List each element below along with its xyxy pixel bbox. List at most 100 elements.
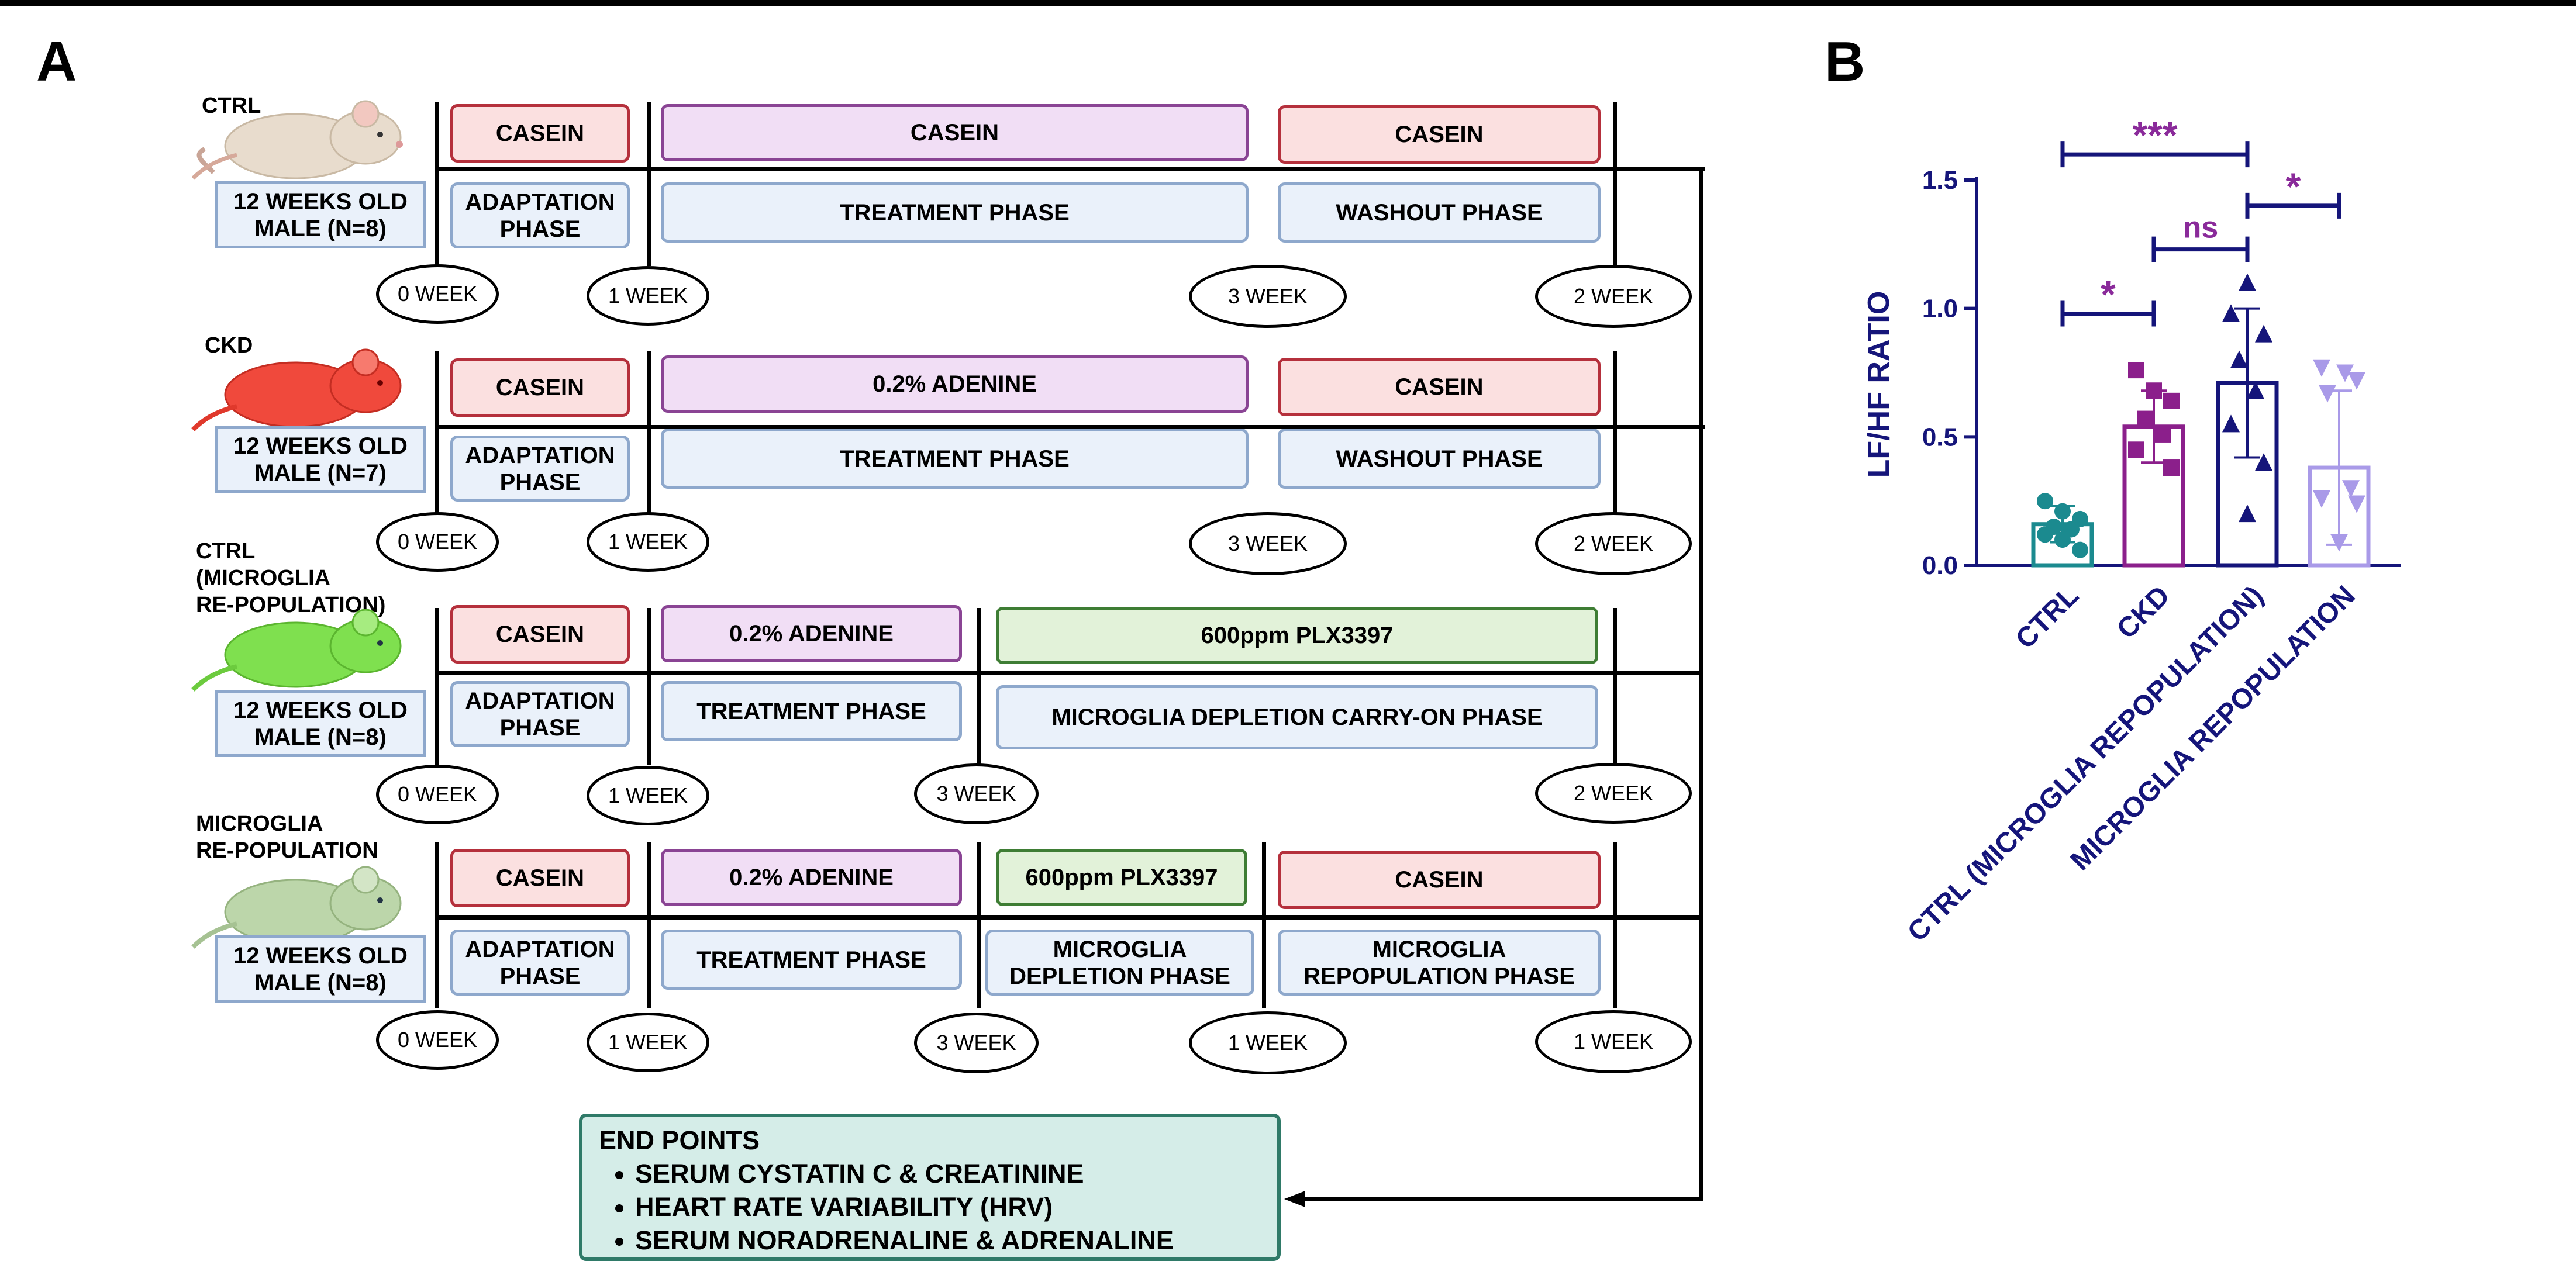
diet-box-casein: CASEIN bbox=[450, 358, 630, 417]
week-marker: 1 WEEK bbox=[587, 512, 709, 572]
data-point bbox=[2128, 362, 2144, 379]
endpoint-arrowhead bbox=[1284, 1191, 1305, 1207]
week-marker: 0 WEEK bbox=[376, 264, 499, 324]
week-marker: 2 WEEK bbox=[1535, 265, 1692, 328]
diet-box-adenine: 0.2% ADENINE bbox=[661, 849, 962, 906]
week-marker: 3 WEEK bbox=[1189, 265, 1347, 328]
diet-box-adenine: 0.2% ADENINE bbox=[661, 355, 1249, 413]
data-point bbox=[2163, 459, 2180, 476]
data-point bbox=[2255, 324, 2272, 343]
diet-box-casein: CASEIN bbox=[450, 849, 630, 907]
divider bbox=[647, 102, 651, 266]
endpoints-title: END POINTS bbox=[599, 1125, 760, 1155]
data-point bbox=[2348, 495, 2365, 513]
mouse-microglia-repopulation-image bbox=[191, 866, 402, 949]
endpoint-connector-vertical bbox=[1699, 167, 1703, 1201]
data-point bbox=[2255, 453, 2272, 471]
significance-label: * bbox=[2101, 272, 2116, 316]
week-marker: 0 WEEK bbox=[376, 512, 499, 572]
phase-box-treatment: TREATMENT PHASE bbox=[661, 930, 962, 990]
data-point bbox=[2128, 441, 2144, 458]
data-point bbox=[2348, 372, 2365, 390]
phase-box-repopulation: MICROGLIA REPOPULATION PHASE bbox=[1278, 930, 1601, 996]
week-marker: 3 WEEK bbox=[914, 1013, 1039, 1073]
week-marker: 1 WEEK bbox=[587, 266, 709, 326]
data-point bbox=[2342, 480, 2360, 498]
diet-box-casein: CASEIN bbox=[450, 104, 630, 163]
top-border bbox=[0, 0, 2576, 6]
phase-box-treatment: TREATMENT PHASE bbox=[661, 429, 1249, 489]
week-marker: 0 WEEK bbox=[376, 1010, 499, 1070]
connector-line-ctrl bbox=[1614, 167, 1705, 171]
divider bbox=[647, 842, 651, 1008]
data-point bbox=[2247, 381, 2264, 399]
diet-box-casein: CASEIN bbox=[1278, 851, 1601, 909]
endpoint-connector-horizontal bbox=[1298, 1197, 1703, 1201]
data-point bbox=[2230, 350, 2248, 368]
group-info-microglia-repopulation: 12 WEEKS OLD MALE (N=8) bbox=[215, 935, 426, 1003]
phase-box-depletion-carry-on: MICROGLIA DEPLETION CARRY-ON PHASE bbox=[996, 685, 1598, 749]
data-point bbox=[2154, 426, 2171, 443]
phase-box-adaptation: ADAPTATION PHASE bbox=[450, 436, 630, 502]
group-label-ctrl-repopulation: CTRL (MICROGLIA RE-POPULATION) bbox=[196, 539, 386, 617]
phase-box-washout: WASHOUT PHASE bbox=[1278, 182, 1601, 243]
timeline-line-microglia-repopulation bbox=[439, 915, 1703, 920]
diet-box-plx3397: 600ppm PLX3397 bbox=[996, 849, 1247, 906]
phase-box-treatment: TREATMENT PHASE bbox=[661, 182, 1249, 243]
divider bbox=[1613, 351, 1617, 514]
data-point bbox=[2313, 359, 2330, 377]
divider bbox=[435, 842, 439, 1008]
connector-line-ckd bbox=[1614, 425, 1705, 429]
y-tick-label: 1.0 bbox=[1922, 295, 1958, 323]
phase-box-adaptation: ADAPTATION PHASE bbox=[450, 930, 630, 996]
data-point bbox=[2222, 304, 2240, 322]
divider bbox=[1613, 842, 1617, 1008]
diet-box-casein: CASEIN bbox=[661, 104, 1249, 161]
mouse-ctrl-image bbox=[191, 100, 403, 180]
phase-box-treatment: TREATMENT PHASE bbox=[661, 681, 962, 741]
divider bbox=[977, 608, 981, 765]
y-tick-label: 1.5 bbox=[1922, 166, 1958, 195]
week-marker: 3 WEEK bbox=[914, 763, 1039, 824]
x-tick-label: CTRL (MICROGLIA REPOPULATION) bbox=[1902, 580, 2270, 948]
panel-b-letter: B bbox=[1825, 30, 1865, 93]
x-tick-label: CKD bbox=[2111, 580, 2176, 645]
week-marker: 1 WEEK bbox=[1535, 1010, 1692, 1073]
significance-label: * bbox=[2286, 165, 2301, 208]
endpoints-box: END POINTS SERUM CYSTATIN C & CREATININE… bbox=[579, 1114, 1281, 1261]
divider bbox=[647, 351, 651, 514]
divider bbox=[1613, 102, 1617, 266]
divider bbox=[647, 608, 651, 765]
divider bbox=[1262, 842, 1266, 1008]
significance-label: ns bbox=[2183, 211, 2219, 245]
week-marker: 1 WEEK bbox=[1189, 1011, 1347, 1074]
data-point bbox=[2137, 410, 2153, 427]
group-info-ctrl: 12 WEEKS OLD MALE (N=8) bbox=[215, 181, 426, 248]
data-point bbox=[2037, 493, 2053, 510]
divider bbox=[1613, 608, 1617, 765]
group-info-ckd: 12 WEEKS OLD MALE (N=7) bbox=[215, 426, 426, 493]
diet-box-casein: CASEIN bbox=[450, 605, 630, 664]
group-label-ckd: CKD bbox=[205, 333, 253, 358]
data-point bbox=[2054, 531, 2071, 548]
x-tick-label: CTRL bbox=[2010, 580, 2085, 655]
data-point bbox=[2054, 503, 2071, 520]
week-marker: 1 WEEK bbox=[587, 1013, 709, 1072]
week-marker: 2 WEEK bbox=[1535, 512, 1692, 575]
week-marker: 0 WEEK bbox=[376, 765, 499, 824]
data-point bbox=[2222, 414, 2240, 433]
diet-box-casein: CASEIN bbox=[1278, 358, 1601, 416]
divider bbox=[435, 102, 439, 266]
divider bbox=[435, 608, 439, 765]
y-tick-label: 0.5 bbox=[1922, 423, 1958, 451]
data-point bbox=[2313, 490, 2330, 508]
data-point bbox=[2163, 392, 2180, 409]
diet-box-adenine: 0.2% ADENINE bbox=[661, 605, 962, 662]
data-point bbox=[2072, 541, 2088, 558]
divider bbox=[435, 351, 439, 514]
significance-label: *** bbox=[2132, 113, 2177, 157]
data-point bbox=[2319, 385, 2336, 403]
data-point bbox=[2336, 364, 2354, 382]
